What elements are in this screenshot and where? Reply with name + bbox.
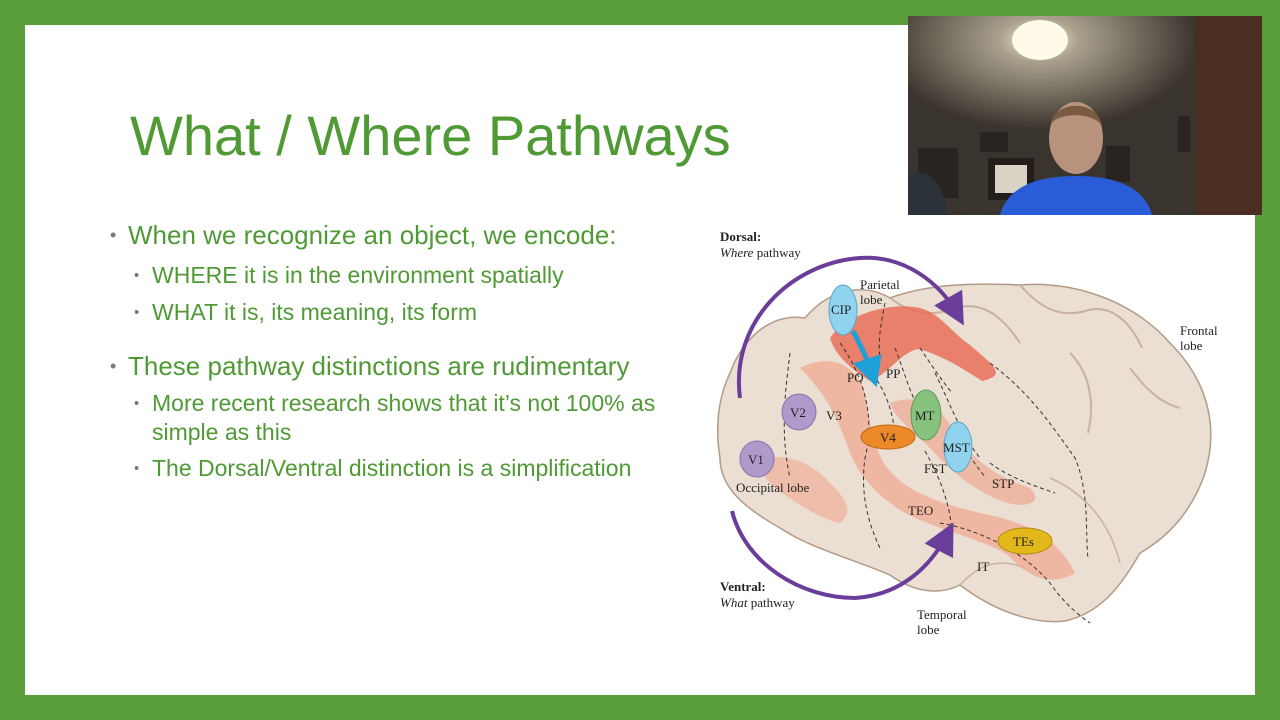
area-mst: MST: [943, 440, 970, 455]
ventral-stream-band: [800, 361, 1075, 580]
area-it: IT: [977, 559, 989, 574]
presenter-shirt: [1000, 176, 1152, 215]
occipital-lobe-label: Occipital lobe: [736, 480, 810, 495]
area-stp: STP: [992, 476, 1014, 491]
ventral-pathway-arrow: [730, 510, 954, 601]
frontal-lobe-label-2: lobe: [1180, 338, 1203, 353]
area-fst: FST: [924, 461, 946, 476]
brain-pathways-figure: Dorsal: Where pathway Ventral: What path…: [690, 203, 1235, 643]
v1-oval: [739, 440, 775, 478]
parietal-lobe-label: Parietal: [860, 277, 900, 292]
webcam-video: [908, 16, 1262, 215]
area-v3: V3: [826, 408, 842, 423]
slide-title: What / Where Pathways: [130, 104, 731, 167]
door: [1196, 16, 1262, 215]
picture-frame: [980, 132, 1008, 152]
bullet-subitem: WHERE it is in the environment spatially: [110, 261, 670, 290]
temporal-lobe-label-2: lobe: [917, 622, 940, 637]
tes-oval: [997, 527, 1053, 555]
ventral-subtitle: What pathway: [720, 595, 795, 610]
mst-oval: [943, 421, 973, 473]
area-tes: TEs: [1013, 534, 1034, 549]
cip-po-arrow: [850, 329, 882, 388]
area-cip: CIP: [831, 302, 851, 317]
area-v2: V2: [790, 405, 806, 420]
area-pp: PP: [886, 366, 900, 381]
area-v1: V1: [748, 452, 764, 467]
area-teo: TEO: [908, 503, 933, 518]
cip-oval: [828, 284, 858, 336]
ventral-label: Ventral:: [720, 579, 766, 594]
bullet-item: When we recognize an object, we encode:: [110, 220, 670, 251]
bullet-subitem: More recent research shows that it’s not…: [110, 389, 670, 447]
bullet-list: When we recognize an object, we encode: …: [110, 220, 670, 483]
dorsal-label: Dorsal:: [720, 229, 761, 244]
frontal-lobe-label: Frontal: [1180, 323, 1218, 338]
ceiling-light: [1012, 20, 1068, 60]
bullet-subitem: WHAT it is, its meaning, its form: [110, 298, 670, 327]
picture-frame: [1106, 146, 1130, 182]
area-mt: MT: [915, 408, 935, 423]
v4-oval: [860, 424, 916, 450]
area-po: PO: [847, 370, 864, 385]
presenter-head: [1049, 102, 1103, 174]
v2-oval: [781, 393, 817, 431]
presenter-video-frame: [908, 16, 1262, 215]
mt-oval: [910, 389, 942, 441]
dorsal-subtitle: Where pathway: [720, 245, 801, 260]
picture-frame: [1178, 116, 1190, 152]
brain-diagram: Dorsal: Where pathway Ventral: What path…: [716, 229, 1218, 637]
dorsal-pathway-arrow: [736, 255, 964, 399]
area-v4: V4: [880, 430, 896, 445]
temporal-lobe-label: Temporal: [917, 607, 967, 622]
parietal-lobe-label-2: lobe: [860, 292, 883, 307]
bullet-subitem: The Dorsal/Ventral distinction is a simp…: [110, 454, 670, 483]
bullet-item: These pathway distinctions are rudimenta…: [110, 351, 670, 382]
